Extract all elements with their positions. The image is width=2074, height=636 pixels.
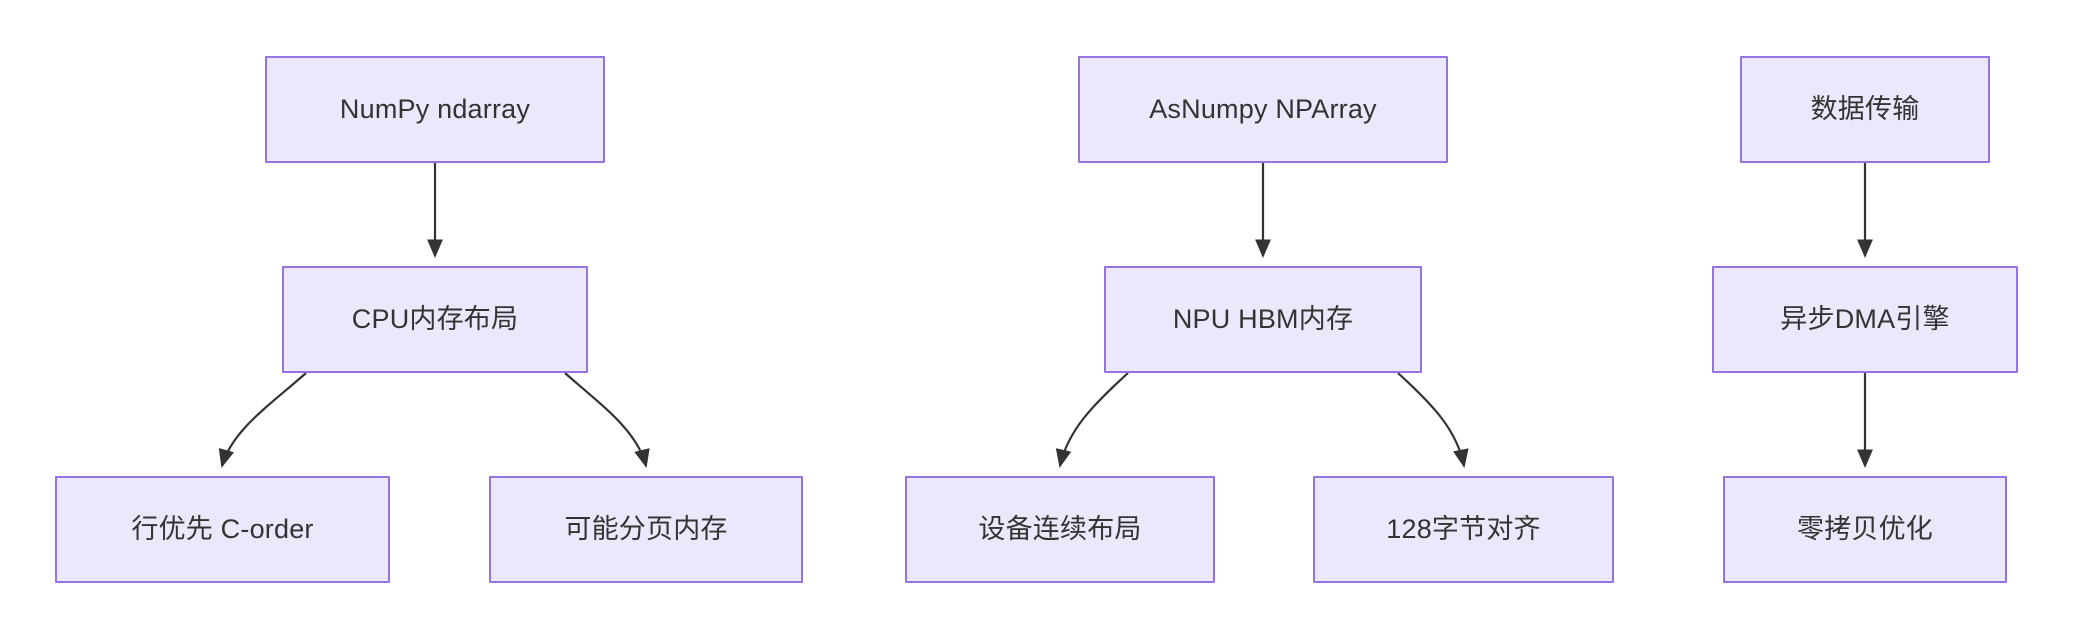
node-asnumpy-nparray[interactable]: AsNumpy NPArray bbox=[1078, 56, 1448, 163]
node-cpu-memory-layout[interactable]: CPU内存布局 bbox=[282, 266, 588, 373]
edge-hbm-to-alignment bbox=[1397, 372, 1469, 468]
node-async-dma-engine[interactable]: 异步DMA引擎 bbox=[1712, 266, 2018, 373]
node-label: 设备连续布局 bbox=[978, 514, 1142, 545]
edge-cpu-to-corder bbox=[218, 372, 307, 468]
node-npu-hbm-memory[interactable]: NPU HBM内存 bbox=[1104, 266, 1422, 373]
edge-cpu-to-pageable bbox=[564, 372, 650, 468]
node-label: NPU HBM内存 bbox=[1172, 304, 1354, 335]
node-device-contiguous-layout[interactable]: 设备连续布局 bbox=[905, 476, 1215, 583]
node-zero-copy-optimization[interactable]: 零拷贝优化 bbox=[1723, 476, 2007, 583]
node-pageable-memory[interactable]: 可能分页内存 bbox=[489, 476, 803, 583]
node-row-major-c-order[interactable]: 行优先 C-order bbox=[55, 476, 390, 583]
node-label: 零拷贝优化 bbox=[1797, 514, 1933, 545]
node-byte-128-aligned[interactable]: 128字节对齐 bbox=[1313, 476, 1614, 583]
node-label: 128字节对齐 bbox=[1386, 514, 1541, 545]
node-label: CPU内存布局 bbox=[351, 304, 519, 335]
node-label: 数据传输 bbox=[1810, 94, 1920, 125]
node-data-transfer[interactable]: 数据传输 bbox=[1740, 56, 1990, 163]
node-label: AsNumpy NPArray bbox=[1149, 94, 1377, 125]
node-label: 可能分页内存 bbox=[564, 514, 728, 545]
node-label: NumPy ndarray bbox=[339, 94, 531, 125]
node-label: 行优先 C-order bbox=[131, 514, 314, 545]
edge-hbm-to-device-layout bbox=[1055, 372, 1129, 468]
node-numpy-ndarray[interactable]: NumPy ndarray bbox=[265, 56, 605, 163]
node-label: 异步DMA引擎 bbox=[1780, 304, 1950, 335]
